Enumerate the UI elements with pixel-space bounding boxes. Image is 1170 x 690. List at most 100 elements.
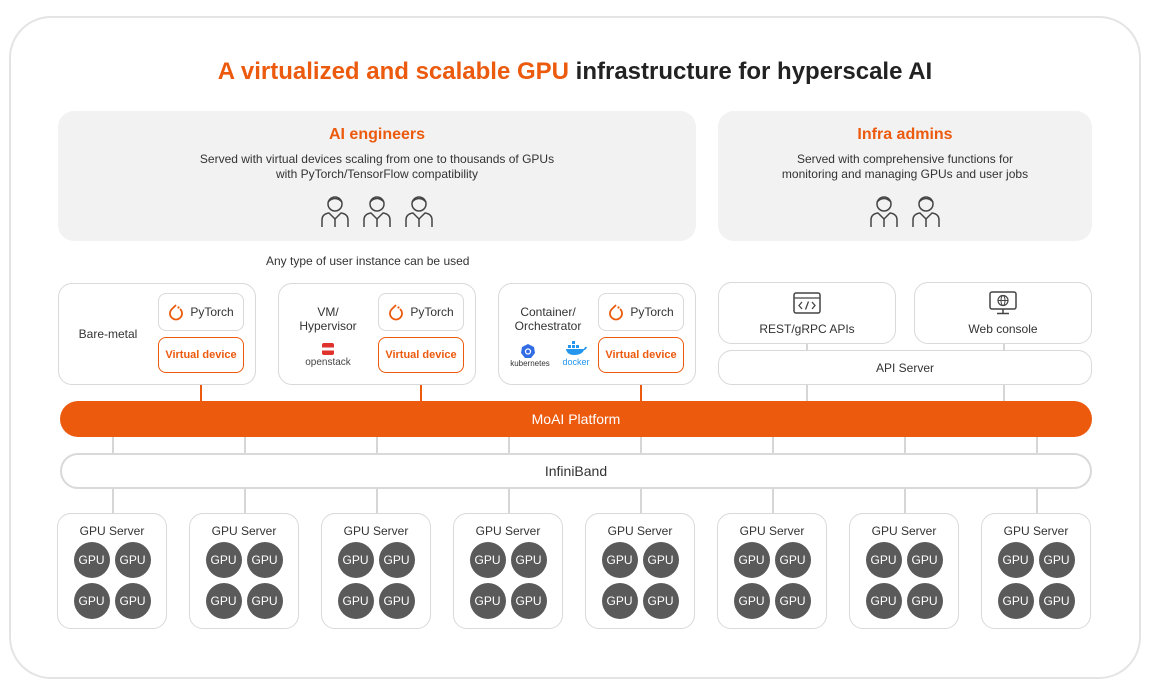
connector-line [200, 372, 202, 404]
gpu-chip: GPU [114, 542, 151, 578]
instance-note: Any type of user instance can be used [266, 254, 470, 268]
connector-line [508, 436, 510, 456]
bare-metal-label: Bare-metal [78, 327, 138, 341]
connector-line [1036, 436, 1038, 456]
gpu-server-label: GPU Server [1003, 524, 1069, 538]
rest-api-label: REST/gRPC APIs [759, 322, 855, 336]
pytorch-icon [389, 304, 404, 321]
api-server-box: API Server [718, 350, 1092, 385]
ai-engineers-icons [58, 194, 696, 228]
gpu-server-label: GPU Server [475, 524, 541, 538]
pytorch-box: PyTorch [378, 293, 464, 331]
connector-line [1003, 384, 1005, 404]
gpu-chip: GPU [865, 583, 902, 619]
gpu-chip: GPU [1038, 583, 1075, 619]
gpu-chip: GPU [733, 583, 770, 619]
gpu-chip: GPU [601, 583, 638, 619]
gpu-chip: GPU [378, 542, 415, 578]
gpu-chip: GPU [642, 542, 679, 578]
ai-engineers-description: Served with virtual devices scaling from… [199, 152, 555, 181]
connector-line [244, 436, 246, 456]
pytorch-box: PyTorch [598, 293, 684, 331]
virtual-device-box: Virtual device [158, 337, 244, 373]
connector-line [112, 488, 114, 514]
connector-line [772, 436, 774, 456]
connector-line [904, 488, 906, 514]
infra-admins-panel: Infra admins Served with comprehensive f… [718, 111, 1092, 241]
connector-line [244, 488, 246, 514]
gpu-server-label: GPU Server [211, 524, 277, 538]
gpu-chip: GPU [337, 583, 374, 619]
gpu-chip: GPU [601, 542, 638, 578]
gpu-chip: GPU [73, 542, 110, 578]
gpu-chip: GPU [469, 583, 506, 619]
gpu-server-label: GPU Server [79, 524, 145, 538]
gpu-chip: GPU [774, 542, 811, 578]
gpu-chip: GPU [205, 583, 242, 619]
gpu-chip: GPU [733, 542, 770, 578]
gpu-chip: GPU [906, 583, 943, 619]
gpu-chip: GPU [469, 542, 506, 578]
gpu-server-label: GPU Server [871, 524, 937, 538]
gpu-chip: GPU [997, 542, 1034, 578]
gpu-chip: GPU [205, 542, 242, 578]
gpu-chip: GPU [1038, 542, 1075, 578]
vm-hypervisor-label: VM/ Hypervisor [299, 305, 357, 333]
infra-admins-title: Infra admins [857, 126, 953, 143]
gpu-chip: GPU [246, 542, 283, 578]
code-window-icon [793, 292, 821, 314]
connector-line [640, 372, 642, 404]
gpu-server-label: GPU Server [343, 524, 409, 538]
kubernetes-label: kubernetes [510, 359, 550, 368]
ai-engineers-panel: AI engineers Served with virtual devices… [58, 111, 696, 241]
pytorch-icon [609, 304, 624, 321]
person-icon [405, 196, 433, 227]
gpu-chip: GPU [378, 583, 415, 619]
moai-platform-bar: MoAI Platform [60, 401, 1092, 437]
globe-monitor-icon [989, 291, 1017, 315]
connector-line [1036, 488, 1038, 514]
gpu-chip: GPU [865, 542, 902, 578]
infra-admins-description: Served with comprehensive functions for … [781, 152, 1029, 181]
docker-label: docker [562, 357, 590, 367]
person-icon [912, 196, 940, 227]
kubernetes-icon [521, 344, 535, 358]
openstack-icon [322, 343, 334, 355]
virtual-device-box: Virtual device [598, 337, 684, 373]
connector-line [806, 342, 808, 352]
connector-line [640, 436, 642, 456]
gpu-chip: GPU [510, 542, 547, 578]
ai-engineers-title: AI engineers [328, 126, 426, 143]
pytorch-box: PyTorch [158, 293, 244, 331]
gpu-server-label: GPU Server [739, 524, 805, 538]
person-icon [321, 196, 349, 227]
connector-line [376, 436, 378, 456]
connector-line [376, 488, 378, 514]
connector-line [640, 488, 642, 514]
connector-line [772, 488, 774, 514]
connector-line [1003, 342, 1005, 352]
gpu-chip: GPU [510, 583, 547, 619]
gpu-chip: GPU [774, 583, 811, 619]
infra-admins-icons [718, 194, 1092, 228]
virtual-device-box: Virtual device [378, 337, 464, 373]
web-console-label: Web console [968, 322, 1038, 336]
page-title: A virtualized and scalable GPU infrastru… [217, 58, 933, 85]
gpu-chip: GPU [642, 583, 679, 619]
infiniband-bar: InfiniBand [60, 453, 1092, 489]
gpu-server-label: GPU Server [607, 524, 673, 538]
gpu-chip: GPU [114, 583, 151, 619]
container-orchestrator-label: Container/ Orchestrator [514, 305, 582, 333]
gpu-chip: GPU [337, 542, 374, 578]
connector-line [508, 488, 510, 514]
connector-line [420, 372, 422, 404]
gpu-chip: GPU [73, 583, 110, 619]
gpu-chip: GPU [997, 583, 1034, 619]
